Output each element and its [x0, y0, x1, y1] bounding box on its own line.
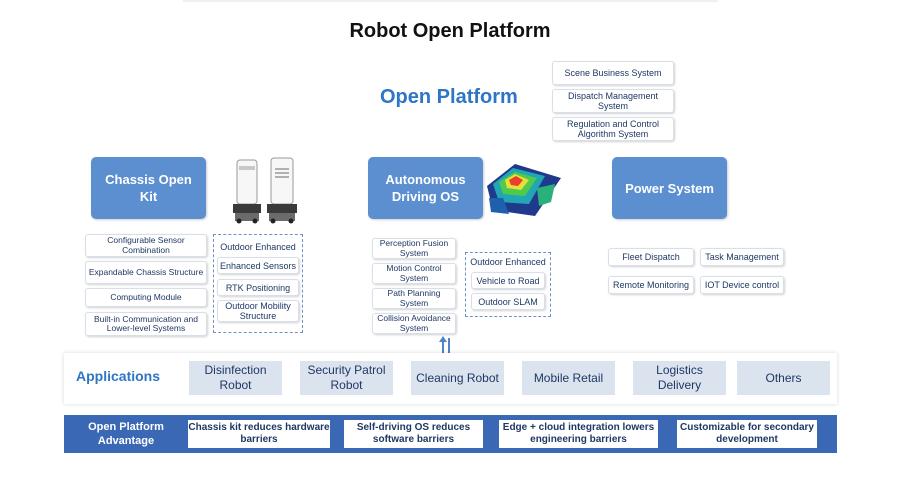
iot-device-control-card: IOT Device control	[700, 276, 784, 294]
computing-module-card: Computing Module	[85, 288, 207, 307]
motion-control-card: Motion Control System	[372, 263, 456, 284]
advantage-customizable: Customizable for secondary development	[677, 420, 817, 448]
advantage-self-driving-os: Self-driving OS reduces software barrier…	[344, 420, 483, 448]
autonomous-outdoor-enhanced-title: Outdoor Enhanced	[470, 257, 546, 267]
3d-map-image	[487, 164, 561, 216]
chassis-outdoor-enhanced-title: Outdoor Enhanced	[220, 242, 296, 252]
expandable-chassis-card: Expandable Chassis Structure	[85, 261, 207, 284]
advantage-edge-cloud: Edge + cloud integration lowers engineer…	[499, 420, 658, 448]
app-mobile-retail: Mobile Retail	[522, 361, 615, 395]
app-others: Others	[737, 361, 830, 395]
vehicle-to-road-card: Vehicle to Road	[471, 272, 545, 289]
applications-label: Applications	[76, 368, 161, 384]
chassis-outdoor-enhanced-group	[213, 234, 303, 333]
built-in-communication-card: Built-in Communication and Lower-level S…	[85, 312, 207, 336]
power-system-box: Power System	[612, 157, 727, 219]
rtk-positioning-card: RTK Positioning	[217, 279, 299, 296]
app-logistics-delivery: Logistics Delivery	[633, 361, 726, 395]
outdoor-mobility-card: Outdoor Mobility Structure	[217, 300, 299, 322]
configurable-sensor-card: Configurable Sensor Combination	[85, 234, 207, 257]
collision-avoidance-card: Collision Avoidance System	[372, 313, 456, 334]
top-divider	[183, 0, 718, 2]
task-management-card: Task Management	[700, 248, 784, 266]
app-disinfection-robot: Disinfection Robot	[189, 361, 282, 395]
autonomous-driving-os-box: Autonomous Driving OS	[368, 157, 483, 219]
path-planning-card: Path Planning System	[372, 288, 456, 309]
app-cleaning-robot: Cleaning Robot	[411, 361, 504, 395]
app-security-patrol-robot: Security Patrol Robot	[300, 361, 393, 395]
scene-business-system-card: Scene Business System	[552, 61, 674, 85]
chassis-open-kit-box: Chassis Open Kit	[91, 157, 206, 219]
remote-monitoring-card: Remote Monitoring	[608, 276, 694, 294]
chassis-robot-image	[233, 157, 297, 224]
advantage-label: Open Platform Advantage	[88, 421, 164, 447]
regulation-control-algorithm-card: Regulation and Control Algorithm System	[552, 117, 674, 141]
fleet-dispatch-card: Fleet Dispatch	[608, 248, 694, 266]
perception-fusion-card: Perception Fusion System	[372, 238, 456, 259]
advantage-chassis-kit: Chassis kit reduces hardware barriers	[188, 420, 330, 448]
open-platform-heading: Open Platform	[380, 86, 518, 108]
enhanced-sensors-card: Enhanced Sensors	[217, 257, 299, 274]
outdoor-slam-card: Outdoor SLAM	[471, 293, 545, 310]
dispatch-management-system-card: Dispatch Management System	[552, 89, 674, 113]
autonomous-outdoor-enhanced-group	[465, 252, 551, 317]
page-title: Robot Open Platform	[349, 20, 551, 42]
